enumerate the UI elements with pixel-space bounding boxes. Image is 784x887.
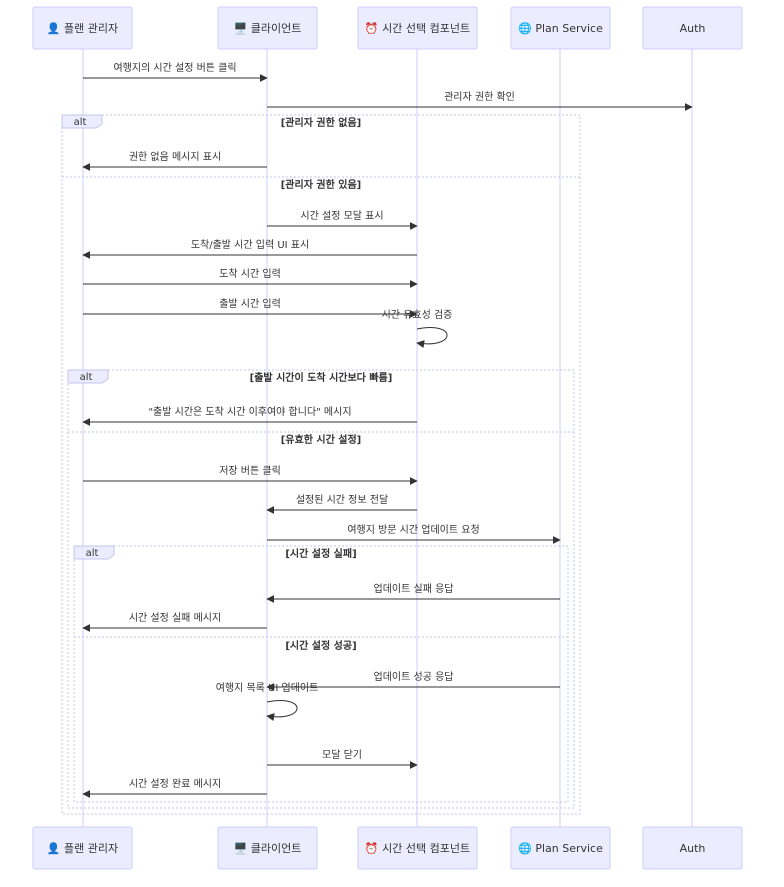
participant-auth-top: Auth: [642, 6, 743, 50]
message-6: 도착 시간 입력: [83, 267, 418, 288]
participant-box: [217, 826, 318, 870]
message-13: 업데이트 실패 응답: [266, 582, 560, 603]
message-5: 도착/출발 시간 입력 UI 표시: [82, 238, 417, 259]
participant-label: 🌐 Plan Service: [518, 842, 603, 855]
participant-client-bottom: 🖥️ 클라이언트: [217, 826, 318, 870]
message-label: 도착/출발 시간 입력 UI 표시: [191, 238, 309, 251]
fragment-frame: [67, 369, 575, 809]
self-message-arrow: [416, 327, 448, 349]
message-9: "출발 시간은 도착 시간 이후여야 합니다" 메시지: [82, 406, 417, 426]
message-2: 관리자 권한 확인: [267, 91, 693, 111]
alt-fragment-2: alt [출발 시간이 도착 시간보다 빠름] [유효한 시간 설정]: [67, 369, 575, 809]
message-label: 설정된 시간 정보 전달: [296, 494, 388, 506]
fragment-kind: alt: [80, 372, 93, 383]
participant-label: 🖥️ 클라이언트: [234, 22, 302, 35]
participant-box: [217, 6, 318, 50]
participant-planservice-top: 🌐 Plan Service: [510, 6, 611, 50]
fragment-tag: [61, 114, 103, 129]
participant-admin-bottom: 👤 플랜 관리자: [32, 826, 133, 870]
participant-label: 🌐 Plan Service: [518, 22, 603, 35]
message-15: 업데이트 성공 응답: [266, 670, 560, 691]
message-label: 도착 시간 입력: [219, 267, 281, 280]
participant-box: [32, 6, 133, 50]
message-label: 업데이트 실패 응답: [374, 582, 454, 595]
message-12: 여행지 방문 시간 업데이트 요청: [267, 523, 561, 544]
participant-box: [357, 826, 478, 870]
participant-label: 👤 플랜 관리자: [47, 842, 118, 855]
participant-timepicker-top: ⏰ 시간 선택 컴포넌트: [357, 6, 478, 50]
fragment-condition: [시간 설정 성공]: [285, 639, 356, 652]
message-10: 저장 버튼 클릭: [83, 465, 418, 485]
participant-label: ⏰ 시간 선택 컴포넌트: [365, 21, 470, 35]
participant-label: Auth: [680, 842, 706, 855]
message-label: 시간 설정 완료 메시지: [129, 778, 221, 790]
message-label: 여행지 목록 UI 업데이트: [216, 681, 319, 694]
message-label: 권한 없음 메시지 표시: [129, 150, 221, 163]
participant-box: [510, 6, 611, 50]
message-label: 시간 설정 모달 표시: [300, 210, 383, 222]
participant-label: 👤 플랜 관리자: [47, 22, 118, 35]
message-label: 여행지의 시간 설정 버튼 클릭: [113, 62, 236, 74]
fragment-tag: [67, 369, 109, 384]
message-16: 여행지 목록 UI 업데이트: [216, 681, 319, 722]
fragment-kind: alt: [74, 117, 87, 128]
fragment-condition: [출발 시간이 도착 시간보다 빠름]: [250, 371, 393, 384]
fragment-frame: [61, 114, 581, 815]
alt-fragment-1: alt [관리자 권한 없음] [관리자 권한 있음]: [61, 114, 581, 815]
message-label: 출발 시간 입력: [219, 297, 281, 310]
message-18: 시간 설정 완료 메시지: [82, 778, 267, 798]
message-1: 여행지의 시간 설정 버튼 클릭: [83, 62, 268, 82]
fragment-condition: [관리자 권한 없음]: [281, 116, 362, 129]
message-label: 관리자 권한 확인: [444, 91, 515, 103]
participant-box: [642, 826, 743, 870]
participant-admin-top: 👤 플랜 관리자: [32, 6, 133, 50]
participant-box: [32, 826, 133, 870]
participant-label: Auth: [680, 22, 706, 35]
participant-label: 🖥️ 클라이언트: [234, 842, 302, 855]
fragment-condition: [유효한 시간 설정]: [281, 433, 362, 446]
message-7: 출발 시간 입력: [83, 297, 418, 318]
fragment-condition: [시간 설정 실패]: [285, 547, 356, 560]
participant-auth-bottom: Auth: [642, 826, 743, 870]
message-label: "출발 시간은 도착 시간 이후여야 합니다" 메시지: [148, 406, 351, 418]
message-17: 모달 닫기: [267, 749, 418, 769]
alt-fragments: alt [관리자 권한 없음] [관리자 권한 있음] alt [출발 시간이 도착 시…: [61, 114, 581, 815]
message-label: 시간 설정 실패 메시지: [129, 612, 221, 624]
participants: 👤 플랜 관리자 🖥️ 클라이언트 ⏰ 시간 선택 컴포넌트 🌐 Plan Servi…: [32, 6, 743, 870]
message-label: 저장 버튼 클릭: [219, 465, 281, 477]
message-8: 시간 유효성 검증: [382, 309, 453, 349]
message-14: 시간 설정 실패 메시지: [82, 612, 267, 632]
message-label: 모달 닫기: [322, 749, 362, 761]
message-11: 설정된 시간 정보 전달: [266, 494, 417, 514]
participant-label: ⏰ 시간 선택 컴포넌트: [365, 841, 470, 855]
lifelines: [82, 49, 693, 827]
participant-client-top: 🖥️ 클라이언트: [217, 6, 318, 50]
participant-box: [357, 6, 478, 50]
fragment-tag: [73, 545, 115, 560]
fragment-condition: [관리자 권한 있음]: [281, 178, 362, 191]
message-label: 여행지 방문 시간 업데이트 요청: [347, 523, 479, 536]
message-label: 시간 유효성 검증: [382, 309, 453, 321]
message-label: 업데이트 성공 응답: [374, 670, 454, 683]
message-4: 시간 설정 모달 표시: [267, 210, 418, 230]
participant-planservice-bottom: 🌐 Plan Service: [510, 826, 611, 870]
fragment-frame: [73, 545, 569, 803]
alt-fragment-3: alt [시간 설정 실패] [시간 설정 성공]: [73, 545, 569, 803]
participant-timepicker-bottom: ⏰ 시간 선택 컴포넌트: [357, 826, 478, 870]
participant-box: [510, 826, 611, 870]
message-3: 권한 없음 메시지 표시: [82, 150, 267, 171]
self-message-arrow: [266, 700, 298, 722]
fragment-kind: alt: [86, 548, 99, 559]
participant-box: [642, 6, 743, 50]
